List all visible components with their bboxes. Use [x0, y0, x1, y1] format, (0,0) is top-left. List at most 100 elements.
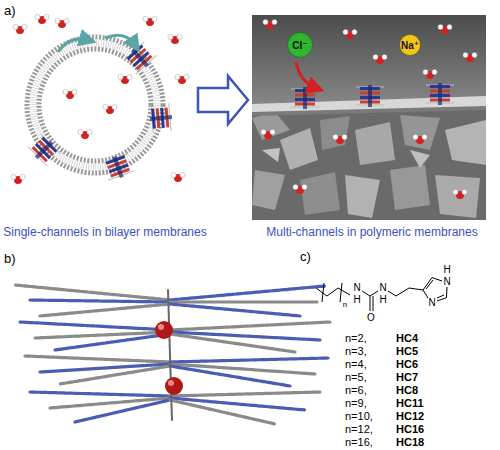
molecular-model: [40, 304, 170, 316]
molecular-model: [170, 286, 325, 300]
water-molecules: [438, 24, 452, 34]
vesicle-channels: [26, 40, 173, 182]
molecular-model: [20, 322, 330, 352]
water-spheres: [165, 377, 183, 395]
molecular-model: [170, 400, 275, 424]
compound-name: HC16: [396, 424, 424, 435]
water-molecules: [263, 19, 277, 29]
rejection-arrow: [296, 62, 316, 88]
molecular-model: [15, 285, 325, 316]
water-molecules: [261, 19, 477, 199]
compound-name: HC7: [396, 372, 418, 383]
compound-name: HC18: [396, 437, 424, 448]
water-molecules: [35, 14, 49, 24]
chemical-structure: [423, 278, 432, 290]
vesicle-channels: [149, 103, 173, 133]
water-spheres: [155, 321, 173, 339]
membrane-photo: [280, 128, 318, 170]
transport-arrows: [58, 39, 88, 52]
vesicle-channels: [122, 40, 158, 75]
transport-arrows: [105, 35, 135, 45]
chemical-structure: [437, 298, 447, 301]
atom-symbol: N: [379, 283, 386, 293]
water-molecules: [78, 129, 92, 139]
molecular-model: [170, 366, 290, 386]
chemical-structure: [370, 291, 378, 296]
membrane-photo: [252, 15, 486, 220]
compound-name: HC4: [396, 333, 418, 344]
vesicle-channels: [26, 132, 61, 167]
vesicle-bilayer: [27, 37, 163, 173]
water-molecules: [261, 129, 275, 139]
series-value: n=12,: [345, 424, 373, 435]
ion-label: Na⁺: [399, 34, 421, 56]
series-value: n=5,: [345, 372, 367, 383]
chemical-structure: [316, 278, 447, 311]
water-molecules: [143, 16, 157, 26]
chemical-structure: [437, 295, 444, 298]
molecular-model: [168, 290, 172, 420]
chemical-structure: [362, 291, 370, 296]
membrane-channels: [291, 87, 319, 109]
molecular-model: [30, 392, 170, 396]
compound-name: HC8: [396, 385, 418, 396]
ion-label: Cl⁻: [287, 32, 313, 58]
compound-name: HC12: [396, 411, 424, 422]
molecular-model: [170, 322, 330, 330]
compound-name: HC6: [396, 359, 418, 370]
molecular-model: [170, 334, 295, 352]
membrane-photo: [252, 170, 285, 210]
process-arrow: [198, 76, 248, 124]
membrane-photo: [252, 112, 290, 140]
panel-letter: b): [4, 252, 16, 265]
series-value: n=10,: [345, 411, 373, 422]
water-molecules: [171, 172, 185, 182]
membrane-photo: [435, 175, 480, 218]
water-molecules: [343, 29, 357, 39]
compound-name: HC11: [396, 398, 424, 409]
ion-sphere: [288, 33, 313, 58]
water-molecules: [11, 174, 25, 184]
water-molecules: [453, 189, 467, 199]
water-molecules: [333, 134, 347, 144]
series-value: n=2,: [345, 333, 367, 344]
molecular-model: [60, 366, 170, 384]
membrane-photo: [252, 15, 486, 110]
atom-symbol: H: [379, 295, 386, 305]
panel-caption: Single-channels in bilayer membranes: [3, 226, 206, 238]
membrane-channels: [356, 85, 384, 107]
water-molecules: [55, 18, 69, 28]
membrane-photo: [390, 165, 430, 210]
water-spheres: [158, 324, 164, 330]
atom-symbol: H: [443, 265, 450, 275]
water-molecules: [13, 24, 27, 34]
chemical-structure: [316, 288, 350, 296]
molecular-model: [170, 358, 328, 362]
chemical-structure: [370, 296, 371, 311]
water-molecules: [423, 69, 437, 79]
molecular-model: [30, 300, 170, 302]
compound-name: HC5: [396, 346, 418, 357]
vesicle-channels: [101, 152, 135, 182]
molecular-model: [20, 322, 170, 330]
membrane-photo: [262, 148, 280, 162]
water-molecules: [63, 89, 77, 99]
water-molecules: [11, 14, 189, 184]
membrane-photo: [400, 115, 440, 150]
membrane-photo: [355, 122, 395, 165]
membrane-photo: [445, 120, 486, 165]
molecular-model: [15, 285, 170, 300]
panel-letter: a): [4, 4, 16, 17]
chemical-structure: [446, 287, 448, 298]
molecular-model: [170, 300, 318, 303]
chemical-structure: [432, 278, 442, 281]
water-spheres: [168, 380, 174, 386]
membrane-photo: [320, 116, 350, 150]
series-value: n=16,: [345, 437, 373, 448]
molecular-model: [30, 392, 320, 424]
atom-symbol: O: [367, 313, 375, 323]
atom-symbol: N: [428, 298, 435, 308]
water-molecules: [373, 54, 387, 64]
